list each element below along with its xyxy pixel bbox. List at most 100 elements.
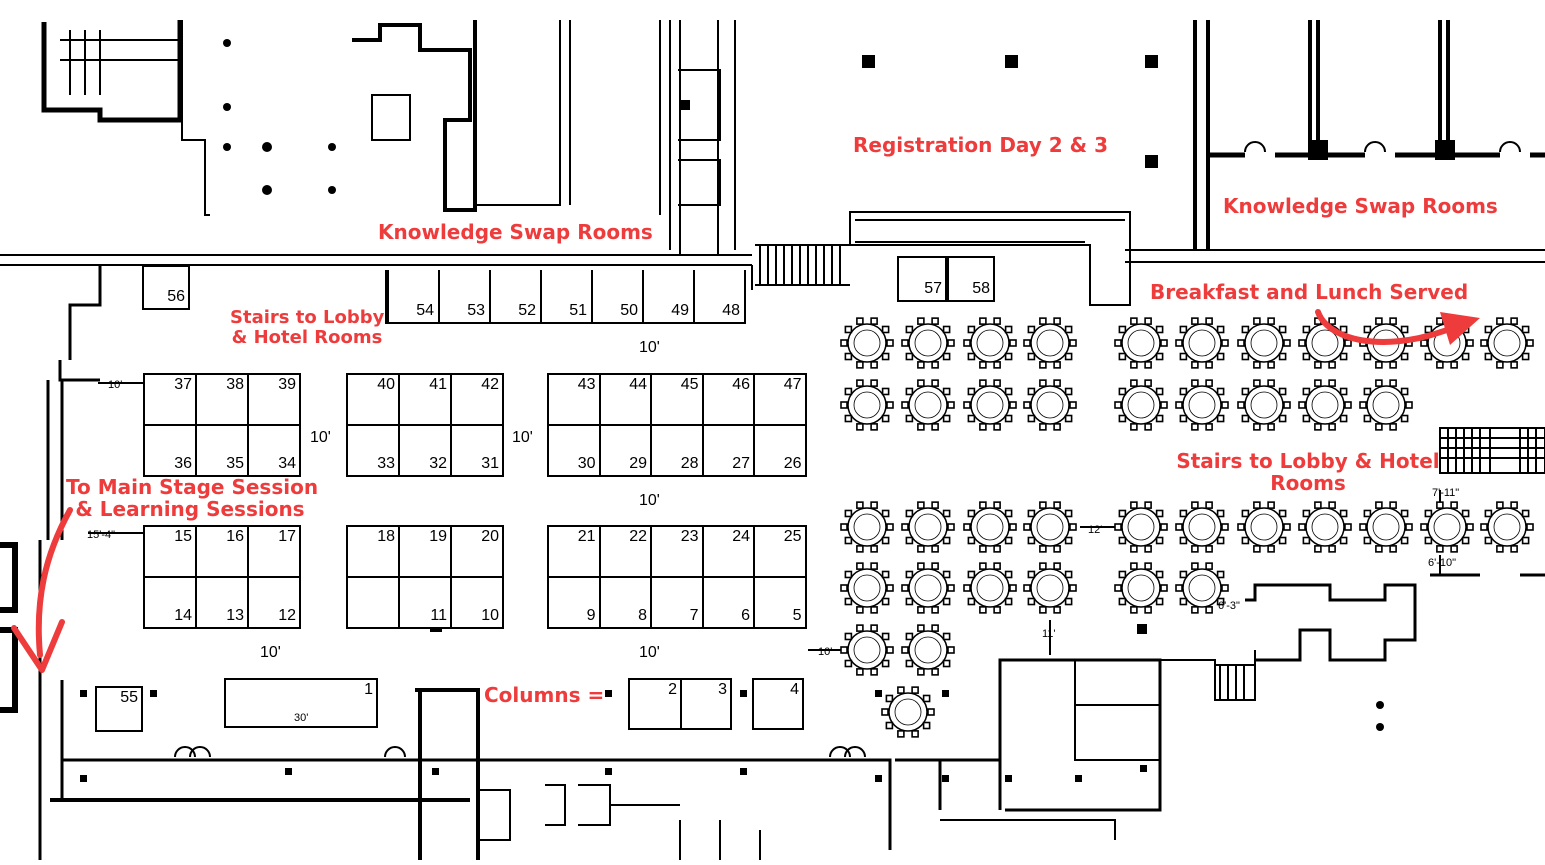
booth-49[interactable]: 49: [642, 270, 695, 324]
booth-56[interactable]: 56: [142, 265, 190, 310]
booth-7[interactable]: 7: [650, 576, 704, 629]
round-table: [840, 379, 894, 431]
booth-58[interactable]: 58: [947, 256, 995, 302]
booth-9[interactable]: 9: [547, 576, 601, 629]
breakfast-lunch-label: Breakfast and Lunch Served: [1150, 280, 1469, 304]
booth-31[interactable]: 31: [450, 424, 504, 477]
round-table: [1480, 501, 1534, 553]
booth-29[interactable]: 29: [598, 424, 652, 477]
booth-number: 16: [226, 528, 244, 545]
arrow-to-breakfast: [1315, 309, 1473, 345]
booth-44[interactable]: 44: [598, 373, 652, 426]
booth-20[interactable]: 20: [450, 525, 504, 578]
booth-13[interactable]: 13: [195, 576, 249, 629]
booth-38[interactable]: 38: [195, 373, 249, 426]
booth-number: 17: [278, 528, 296, 545]
booth-12[interactable]: 12: [247, 576, 301, 629]
booth-18[interactable]: 18: [346, 525, 400, 578]
booth-number: 51: [569, 302, 587, 319]
round-table: [1023, 562, 1077, 614]
booth-51[interactable]: 51: [540, 270, 593, 324]
booth-34[interactable]: 34: [247, 424, 301, 477]
booth-28[interactable]: 28: [650, 424, 704, 477]
round-table: [963, 379, 1017, 431]
booth-5[interactable]: 5: [753, 576, 807, 629]
booth-24[interactable]: 24: [701, 525, 755, 578]
booth-43[interactable]: 43: [547, 373, 601, 426]
wall-bottom-right: [895, 658, 1162, 812]
booth-number: 46: [732, 376, 750, 393]
booth-number: 23: [680, 528, 699, 545]
booth-40[interactable]: 40: [346, 373, 400, 426]
booth-32[interactable]: 32: [398, 424, 452, 477]
booth-number: 57: [924, 280, 942, 297]
round-table: [1175, 562, 1229, 614]
booth-41[interactable]: 41: [398, 373, 452, 426]
booth-46[interactable]: 46: [701, 373, 755, 426]
booth-14[interactable]: 14: [143, 576, 197, 629]
booth-16[interactable]: 16: [195, 525, 249, 578]
booth-27[interactable]: 27: [701, 424, 755, 477]
booth-42[interactable]: 42: [450, 373, 504, 426]
booth-4[interactable]: 4: [752, 678, 804, 730]
arrow-to-main-stage-head: [11, 619, 65, 673]
booth-26[interactable]: 26: [753, 424, 807, 477]
stairs-lobby-left-line2: & Hotel Rooms: [231, 327, 383, 348]
booth-8[interactable]: 8: [598, 576, 652, 629]
booth-19[interactable]: 19: [398, 525, 452, 578]
booth-number: 31: [481, 455, 499, 472]
booth-22[interactable]: 22: [598, 525, 652, 578]
booth-55[interactable]: 55: [95, 686, 143, 732]
aisle-dimension: 6'-10": [1428, 557, 1457, 569]
round-table: [1175, 379, 1229, 431]
booth-25[interactable]: 25: [753, 525, 807, 578]
aisle-dimension: 10': [639, 644, 660, 661]
booth-37[interactable]: 37: [143, 373, 197, 426]
booth-11[interactable]: 11: [398, 576, 452, 629]
round-table: [1175, 317, 1229, 369]
round-table: [840, 624, 894, 676]
round-tables: [840, 317, 1534, 738]
booth-6[interactable]: 6: [701, 576, 755, 629]
booth-number: 24: [732, 528, 750, 545]
columns-legend-label: Columns =: [484, 683, 605, 707]
round-table: [901, 317, 955, 369]
booth-47[interactable]: 47: [753, 373, 807, 426]
wall-bottom-stairs: [478, 784, 611, 841]
knowledge-swap-rooms-left-label: Knowledge Swap Rooms: [378, 220, 653, 244]
booth-33[interactable]: 33: [346, 424, 400, 477]
booth-1[interactable]: 1 30': [224, 678, 378, 728]
booth-number: 58: [972, 280, 990, 297]
round-table: [1298, 379, 1352, 431]
round-table: [963, 501, 1017, 553]
booth-number: 37: [174, 376, 192, 393]
booth-57[interactable]: 57: [897, 256, 947, 302]
booth-53[interactable]: 53: [438, 270, 491, 324]
booth-30[interactable]: 30: [547, 424, 601, 477]
booth-52[interactable]: 52: [489, 270, 542, 324]
booth-39[interactable]: 39: [247, 373, 301, 426]
booth-21[interactable]: 21: [547, 525, 601, 578]
wall-right-stairs: [1215, 664, 1255, 700]
booth-15[interactable]: 15: [143, 525, 197, 578]
booth-2[interactable]: 2: [628, 678, 682, 730]
booth-54[interactable]: 54: [387, 270, 440, 324]
booth-48[interactable]: 48: [693, 270, 746, 324]
booth-36[interactable]: 36: [143, 424, 197, 477]
booth-number: 25: [783, 528, 802, 545]
booth-3[interactable]: 3: [680, 678, 732, 730]
round-table: [901, 624, 955, 676]
booth-45[interactable]: 45: [650, 373, 704, 426]
stairs-lobby-left-label: Stairs to Lobby & Hotel Rooms: [230, 308, 384, 348]
stairs-lobby-right-line2: Rooms: [1270, 471, 1346, 495]
booth-35[interactable]: 35: [195, 424, 249, 477]
booth-number: 54: [416, 302, 434, 319]
booth-23[interactable]: 23: [650, 525, 704, 578]
booth-10[interactable]: 10: [450, 576, 504, 629]
wall-left-doors: [0, 542, 18, 713]
booth-50[interactable]: 50: [591, 270, 644, 324]
registration-desk-inner: [855, 219, 1125, 243]
booth-17[interactable]: 17: [247, 525, 301, 578]
wall-left-side: [46, 265, 102, 540]
main-stage-label: To Main Stage Session & Learning Session…: [66, 476, 318, 520]
